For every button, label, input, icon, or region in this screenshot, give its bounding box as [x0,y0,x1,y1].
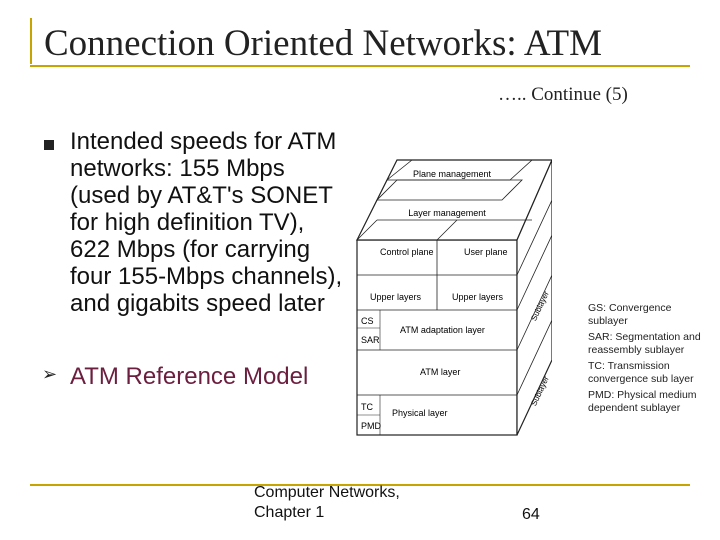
atm-reference-model-diagram: Plane management Layer management Contro… [356,159,552,436]
plane-management-label: Plane management [413,169,492,179]
bullet-text-speeds: Intended speeds for ATM networks: 155 Mb… [70,128,343,317]
footer-course: Computer Networks, [254,484,400,501]
layer-management-label: Layer management [408,208,486,218]
title-accent-vertical-line [30,18,32,64]
footer-text: Computer Networks, Chapter 1 [254,483,400,523]
footer-chapter: Chapter 1 [254,504,325,521]
user-plane-label: User plane [464,247,508,257]
title-underline [30,65,690,67]
pmd-label: PMD [361,421,382,431]
layer-management-slab [376,179,523,201]
legend-item-pmd: PMD: Physical medium dependent sublayer [588,389,697,414]
page-number: 64 [522,506,540,523]
tc-label: TC [361,402,373,412]
legend-item-tc: TC: Transmission convergence sub layer [588,360,694,385]
physical-layer-label: Physical layer [392,408,448,418]
atm-layer-label: ATM layer [420,367,460,377]
arrow-bullet-icon: ➢ [42,364,58,385]
slide-title: Connection Oriented Networks: ATM [44,23,602,64]
footer-line [30,484,690,486]
square-bullet-icon [44,140,54,150]
cs-label: CS [361,316,374,326]
legend-item-sar: SAR: Segmentation and reassembly sublaye… [588,331,701,356]
continue-label: ….. Continue (5) [498,84,628,105]
control-plane-label: Control plane [380,247,434,257]
cube-right-face [516,159,552,436]
bullet-text-reference-model: ATM Reference Model [70,363,309,390]
sar-label: SAR [361,335,380,345]
upper-layers-left-label: Upper layers [370,292,422,302]
upper-layers-right-label: Upper layers [452,292,504,302]
diagram-legend: GS: Convergence sublayer SAR: Segmentati… [588,302,708,418]
atm-adaptation-layer-label: ATM adaptation layer [400,325,485,335]
legend-item-cs: GS: Convergence sublayer [588,302,672,327]
